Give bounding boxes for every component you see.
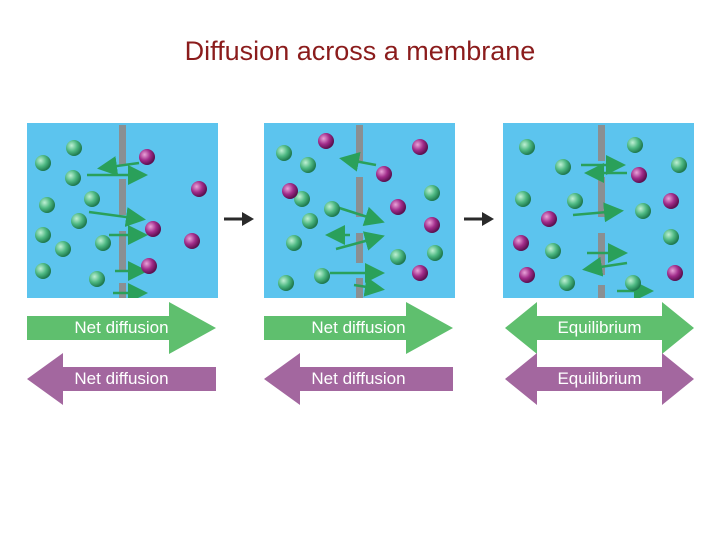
purple-molecule	[191, 181, 207, 197]
purple-molecule	[282, 183, 298, 199]
purple-molecule	[631, 167, 647, 183]
chamber-1-graphic	[27, 123, 218, 298]
purple-molecule	[667, 265, 683, 281]
green-molecule	[300, 157, 316, 173]
green-molecule	[314, 268, 330, 284]
purple-net-diffusion-arrow-1: Net diffusion	[27, 353, 216, 405]
green-molecule	[89, 271, 105, 287]
purple-molecule	[145, 221, 161, 237]
green-molecule	[66, 140, 82, 156]
movement-arrow	[353, 276, 385, 297]
purple-molecule	[541, 211, 557, 227]
band-label: Equilibrium	[557, 318, 642, 337]
green-molecule	[627, 137, 643, 153]
band-label: Net diffusion	[311, 369, 406, 388]
movement-arrow	[582, 256, 628, 277]
green-net-diffusion-arrow-1: Net diffusion	[27, 302, 216, 354]
green-molecule	[324, 201, 340, 217]
purple-molecule	[424, 217, 440, 233]
green-net-diffusion-arrow-2: Net diffusion	[264, 302, 453, 354]
movement-arrow	[335, 231, 385, 251]
membrane-segment	[119, 231, 126, 271]
step-arrow-1	[224, 212, 254, 226]
purple-molecule	[390, 199, 406, 215]
band-label: Net diffusion	[74, 318, 169, 337]
purple-molecule	[513, 235, 529, 251]
green-molecule	[278, 275, 294, 291]
membrane-segment	[356, 177, 363, 217]
green-molecule	[294, 191, 310, 207]
purple-net-diffusion-arrow-2: Net diffusion	[264, 353, 453, 405]
membrane-segment	[598, 177, 605, 217]
membrane-segment	[598, 125, 605, 161]
band-label: Net diffusion	[311, 318, 406, 337]
green-molecule	[555, 159, 571, 175]
purple-molecule	[412, 139, 428, 155]
green-molecule	[519, 139, 535, 155]
membrane-segment	[119, 179, 126, 215]
green-molecule	[302, 213, 318, 229]
membrane-segment	[119, 125, 126, 165]
green-molecule	[95, 235, 111, 251]
green-molecule	[424, 185, 440, 201]
green-molecule	[71, 213, 87, 229]
green-molecule	[390, 249, 406, 265]
green-molecule	[625, 275, 641, 291]
purple-molecule	[663, 193, 679, 209]
green-molecule	[276, 145, 292, 161]
purple-molecule	[412, 265, 428, 281]
green-molecule	[35, 227, 51, 243]
green-molecule	[55, 241, 71, 257]
green-molecule	[65, 170, 81, 186]
green-molecule	[515, 191, 531, 207]
membrane-segment	[356, 125, 363, 161]
purple-molecule	[519, 267, 535, 283]
purple-molecule	[141, 258, 157, 274]
purple-equilibrium-arrow: Equilibrium	[505, 353, 694, 405]
chamber-panel-1	[27, 123, 218, 298]
movement-arrow	[572, 202, 624, 223]
chamber-panel-2	[264, 123, 455, 298]
green-molecule	[286, 235, 302, 251]
green-molecule	[84, 191, 100, 207]
purple-molecule	[318, 133, 334, 149]
chamber-3-graphic	[503, 123, 694, 298]
membrane-segment	[119, 283, 126, 298]
purple-molecule	[139, 149, 155, 165]
green-molecule	[35, 155, 51, 171]
membrane-segment	[356, 278, 363, 298]
green-molecule	[671, 157, 687, 173]
chamber-panel-3	[503, 123, 694, 298]
green-molecule	[559, 275, 575, 291]
membrane-segment	[598, 285, 605, 298]
step-arrow-2	[464, 212, 494, 226]
purple-molecule	[376, 166, 392, 182]
green-molecule	[35, 263, 51, 279]
green-equilibrium-arrow: Equilibrium	[505, 302, 694, 354]
diagram-title: Diffusion across a membrane	[184, 36, 536, 66]
movement-arrow	[97, 156, 140, 176]
movement-arrow	[88, 207, 146, 227]
membrane-segment	[356, 233, 363, 263]
chamber-2-graphic	[264, 123, 455, 298]
purple-molecule	[184, 233, 200, 249]
band-label: Net diffusion	[74, 369, 169, 388]
movement-arrow	[339, 151, 377, 172]
green-molecule	[663, 229, 679, 245]
band-label: Equilibrium	[557, 369, 642, 388]
green-molecule	[39, 197, 55, 213]
green-molecule	[427, 245, 443, 261]
green-molecule	[567, 193, 583, 209]
green-molecule	[545, 243, 561, 259]
green-molecule	[635, 203, 651, 219]
